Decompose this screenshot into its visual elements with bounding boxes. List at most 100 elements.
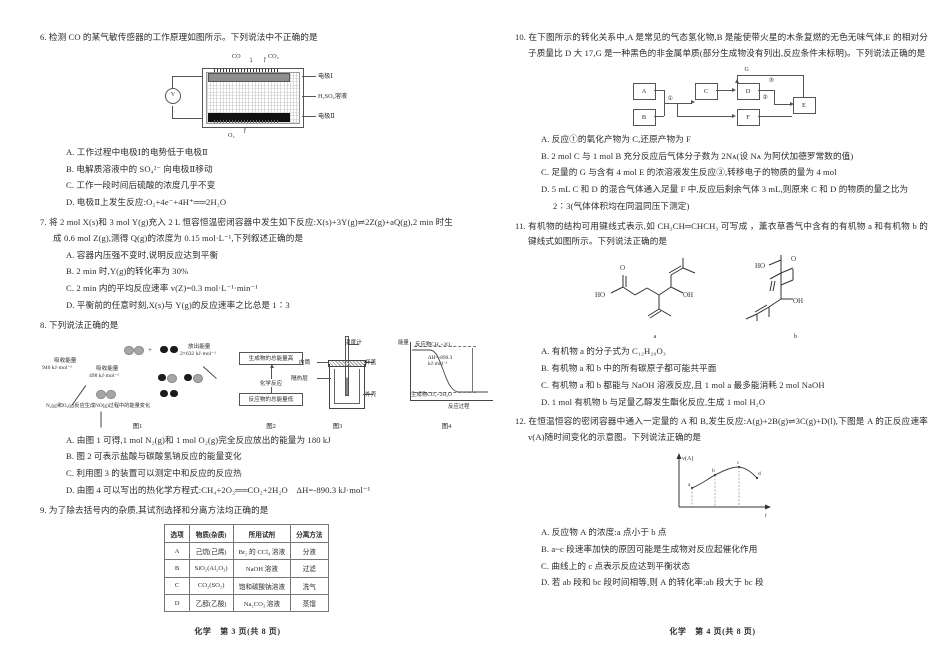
figure-3-caption: 图3 — [332, 422, 343, 430]
table-row: A 己烷(己烯) Br₂ 的 CCl₄ 溶液 分液 — [164, 541, 329, 561]
question-11-option-a: A. 有机物 a 的分子式为 C₁₂H₂₀O₃ — [541, 346, 666, 357]
figure-1-absorb-label-1: 吸收能量 — [54, 357, 77, 364]
voltmeter-icon: V — [165, 87, 181, 104]
figure-2-caption: 图2 — [266, 422, 276, 430]
flow-node-f: F — [736, 108, 760, 126]
label-co-inlet: CO — [232, 52, 241, 60]
question-11-option-b: B. 有机物 a 和 b 中的所有碳原子都可能共平面 — [541, 363, 717, 374]
question-10-option-c: C. 足量的 G 与含有 4 mol E 的浓溶液发生反应③,转移电子的物质的量… — [541, 167, 837, 178]
flow-label-3: ③ — [768, 77, 774, 84]
question-11-option-c: C. 有机物 a 和 b 都能与 NaOH 溶液反应,且 1 mol a 最多能… — [541, 379, 825, 390]
figure-1-absorb-label-2: 吸收能量 — [96, 365, 119, 372]
table-header-cell: 所用试剂 — [232, 524, 292, 543]
question-7-option-a: A. 容器内压强不变时,说明反应达到平衡 — [66, 249, 219, 260]
figure-1-subcaption: N₂(g)和O₂(g)反应生成NO(g)过程中的能量变化 — [46, 402, 151, 409]
figure-3-lid-label: 杯盖 — [365, 359, 377, 366]
figure-1-energy-diagram: + 吸收能量 946 kJ·mol⁻¹ 吸收能量 498 kJ·mol⁻¹ 放出… — [40, 340, 235, 450]
flow-label-2: ② — [762, 94, 768, 101]
question-6-stem: 6. 检测 CO 的某气敏传感器的工作原理如图所示。下列说法中不正确的是 — [40, 32, 318, 42]
flow-node-c: C — [694, 82, 718, 100]
question-6-option-b: B. 电解质溶液中的 SO₄²⁻ 向电极Ⅱ移动 — [66, 163, 213, 174]
table-cell: Na₂CO₃ 溶液 — [232, 593, 292, 613]
table-header-cell: 物质(杂质) — [188, 524, 234, 543]
figure-4-caption: 图4 — [441, 422, 452, 430]
table-cell: SiO₂(Al₂O₃) — [188, 559, 234, 578]
figure-4-products-label: 生成物CO₂+2H₂O — [411, 391, 452, 398]
figure-4-y-axis-label: 能量 — [398, 339, 409, 346]
svg-text:OH: OH — [793, 297, 803, 305]
question-7: 7. 将 2 mol X(s)和 3 mol Y(g)充入 2 L 恒容恒温密闭… — [40, 215, 453, 314]
table-cell: 乙醇(乙酸) — [188, 593, 234, 613]
table-cell: NaOH 溶液 — [232, 559, 292, 578]
figure-1-absorb-value-2: 498 kJ·mol⁻¹ — [89, 372, 119, 379]
chart-y-axis-label: v(A) — [682, 455, 693, 462]
chart-x-axis-label: t — [765, 513, 767, 519]
table-row: D 乙醇(乙酸) Na₂CO₃ 溶液 蒸馏 — [164, 593, 329, 613]
figure-3-calorimeter: 温度计 内筒 隔热层 杯盖 外壳 图3 — [291, 335, 384, 430]
table-cell: Br₂ 的 CCl₄ 溶液 — [232, 541, 292, 561]
question-7-stem: 7. 将 2 mol X(s)和 3 mol Y(g)充入 2 L 恒容恒温密闭… — [40, 216, 453, 243]
skeletal-structure-a: HO O OH a — [595, 255, 715, 340]
figure-1-release-label: 放出能量 — [188, 343, 211, 350]
question-7-option-b: B. 2 min 时,Y(g)的转化率为 30% — [66, 266, 189, 277]
figure-1-release-value: 2×632 kJ·mol⁻¹ — [180, 350, 216, 357]
figure-4-x-axis-label: 反应过程 — [448, 403, 470, 410]
question-10: 10. 在下图所示的转化关系中,A 是常见的气态氢化物,B 是能使带火星的木条复… — [515, 30, 928, 215]
right-page-column: 10. 在下图所示的转化关系中,A 是常见的气态氢化物,B 是能使带火星的木条复… — [475, 0, 950, 655]
svg-text:HO: HO — [595, 291, 605, 299]
skeletal-label-a: a — [653, 333, 657, 341]
question-12-rate-chart: v(A) t a b c d — [515, 451, 928, 521]
question-8-figure-group: + 吸收能量 946 kJ·mol⁻¹ 吸收能量 498 kJ·mol⁻¹ 放出… — [40, 335, 493, 450]
figure-2-mid-label: 化学反应 — [259, 380, 283, 387]
table-row: C CO₂(SO₂) 饱和碳酸钠溶液 洗气 — [164, 576, 329, 595]
question-10-option-a: A. 反应①的氧化产物为 C,还原产物为 F — [541, 133, 691, 144]
transformation-flow-chart: A B C D E F G ① — [597, 67, 847, 129]
question-10-option-d: D. 5 mL C 和 D 的混合气体通入足量 F 中,反应后剩余气体 3 mL… — [541, 184, 909, 211]
question-8-option-a: A. 由图 1 可得,1 mol N₂(g)和 1 mol O₂(g)完全反应放… — [66, 434, 331, 445]
figure-1-plus-sign: + — [148, 345, 152, 354]
svg-text:O: O — [620, 264, 625, 272]
figure-3-insulation-label: 隔热层 — [291, 375, 308, 382]
skeletal-formula-a-svg: HO O OH — [595, 258, 696, 319]
question-8: 8. 下列说法正确的是 — [40, 318, 493, 499]
label-electrode-2: 电极Ⅱ — [318, 112, 335, 120]
right-page-footer: 化学 第 4 页(共 8 页) — [669, 627, 756, 636]
question-12-option-c: C. 曲线上的 c 点表示反应达到平衡状态 — [541, 560, 691, 571]
flow-label-1: ① — [667, 95, 673, 102]
question-12-option-d: D. 若 ab 段和 bc 段时间相等,则 A 的转化率:ab 段大于 bc 段 — [541, 577, 764, 588]
figure-2-bottom-box: 反应物的总能量低 — [239, 392, 303, 406]
figure-2-energy-boxes: 生成物的总能量高 化学反应 反应物的总能量低 图2 — [239, 340, 303, 430]
question-6-option-c: C. 工作一段时间后硫酸的浓度几乎不变 — [66, 180, 216, 191]
question-12-option-b: B. a~c 段速率加快的原因可能是生成物对反应起催化作用 — [541, 543, 758, 554]
question-8-stem: 8. 下列说法正确的是 — [40, 319, 119, 330]
chart-point-label-a: a — [688, 482, 691, 488]
question-12-option-a: A. 反应物 A 的浓度:a 点小于 b 点 — [541, 527, 667, 538]
question-12: 12. 在恒温恒容的密闭容器中通入一定量的 A 和 B,发生反应:A(g)+2B… — [515, 414, 928, 591]
flow-node-d: D — [736, 82, 760, 100]
skeletal-formula-b-svg: HO O OH — [745, 253, 803, 322]
question-9-stem: 9. 为了除去括号内的杂质,其试剂选择和分离方法均正确的是 — [40, 504, 269, 515]
left-page-column: 6. 检测 CO 的某气敏传感器的工作原理如图所示。下列说法中不正确的是 V C… — [40, 30, 493, 636]
question-6-option-d: D. 电极Ⅱ上发生反应:O₂+4e⁻+4H⁺══2H₂O — [66, 197, 227, 208]
table-header-row: 选项 物质(杂质) 所用试剂 分离方法 — [164, 524, 329, 543]
question-11: 11. 有机物的结构可用键线式表示,如 CH₃CH═CHCH₃ 可写成 ，薰衣草… — [515, 219, 928, 411]
table-cell: C — [164, 576, 190, 595]
skeletal-structure-b: HO O OH b — [743, 253, 848, 340]
table-row: B SiO₂(Al₂O₃) NaOH 溶液 过滤 — [164, 559, 329, 578]
table-cell: 洗气 — [290, 576, 329, 595]
question-6: 6. 检测 CO 的某气敏传感器的工作原理如图所示。下列说法中不正确的是 V C… — [40, 30, 453, 211]
flow-node-a: A — [632, 82, 656, 100]
chart-point-label-d: d — [758, 471, 761, 477]
question-10-option-b: B. 2 mol C 与 1 mol B 充分反应后气体分子数为 2Nᴀ(设 N… — [541, 150, 854, 161]
figure-4-delta-h-label: ΔH=-890.3 kJ·mol⁻¹ — [428, 354, 453, 367]
table-cell: D — [164, 593, 190, 613]
question-9: 9. 为了除去括号内的杂质,其试剂选择和分离方法均正确的是 选项 物质(杂质) … — [40, 503, 453, 613]
flow-node-g: G — [744, 66, 749, 73]
rate-vs-time-chart-svg: v(A) t a b c d — [676, 453, 771, 519]
left-page-footer: 化学 第 3 页(共 8 页) — [194, 627, 281, 636]
question-9-table: 选项 物质(杂质) 所用试剂 分离方法 A 己烷(己烯) Br₂ 的 CCl₄ … — [164, 524, 329, 613]
table-cell: CO₂(SO₂) — [188, 576, 234, 595]
chart-point-label-c: c — [737, 460, 740, 466]
question-8-option-c: C. 利用图 3 的装置可以测定中和反应的反应热 — [66, 468, 242, 479]
